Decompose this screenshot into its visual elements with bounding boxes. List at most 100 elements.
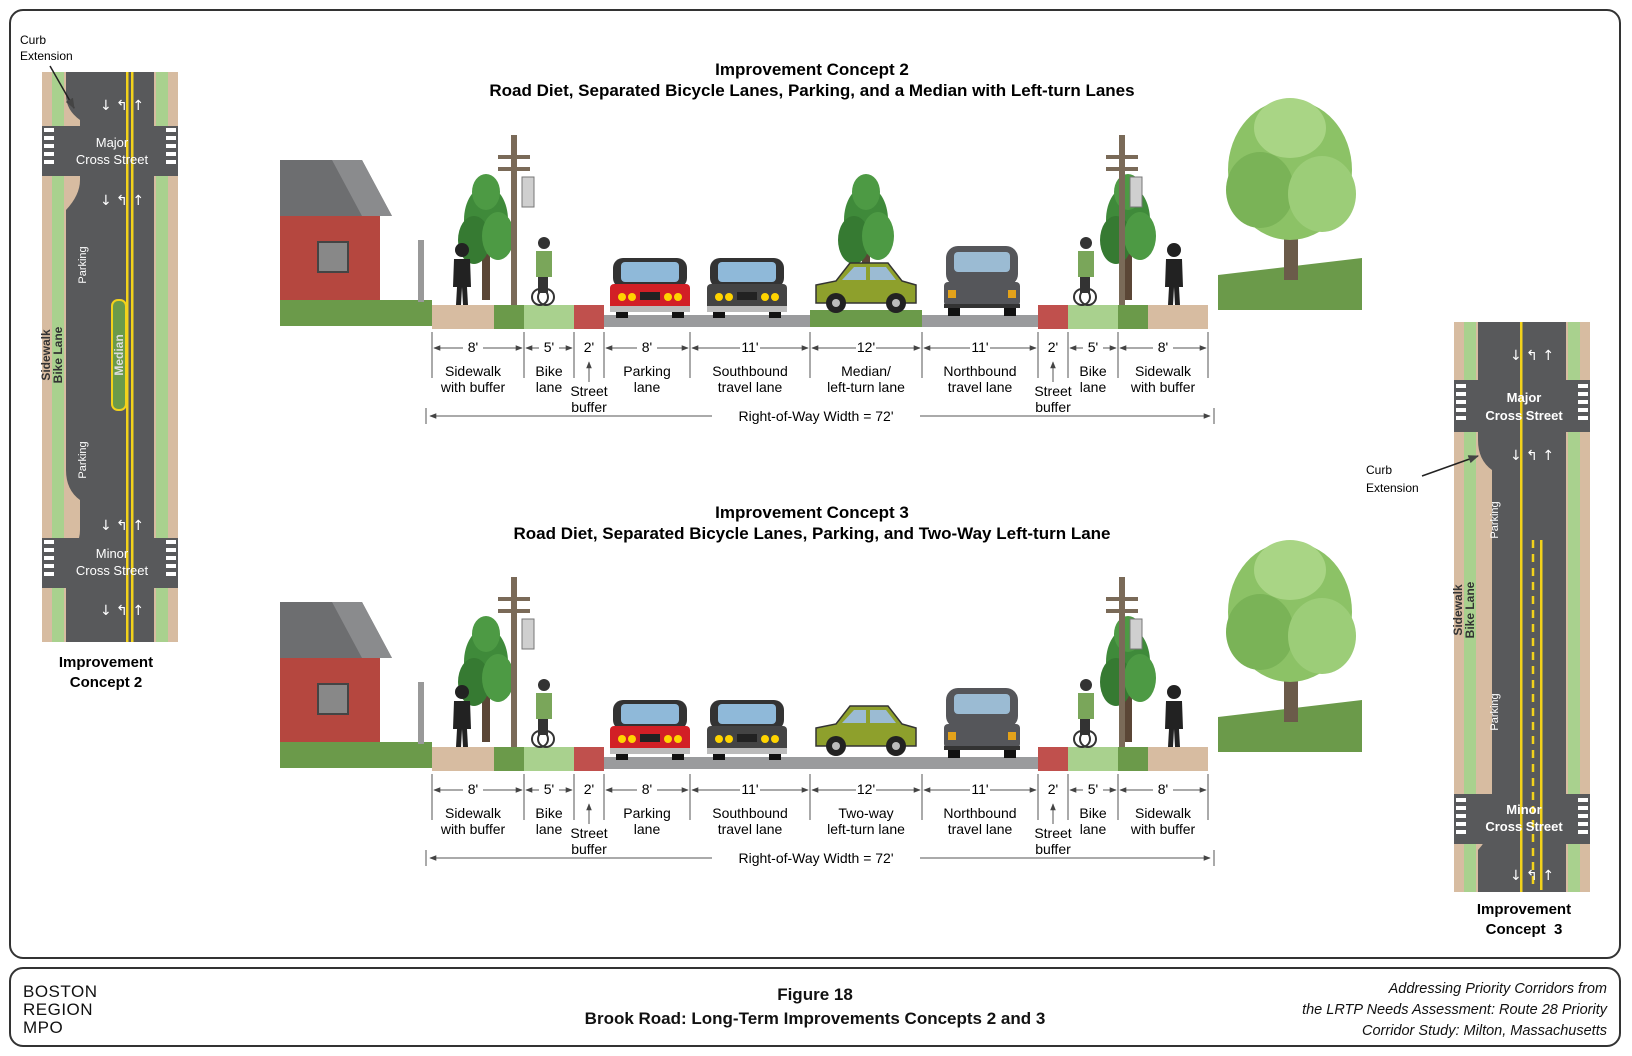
dimension-value: 5' <box>544 339 554 355</box>
curb-extension-arrow <box>1421 455 1479 477</box>
lane-label: with buffer <box>1130 379 1196 395</box>
sidewalk-buffer-right <box>1118 747 1148 771</box>
concept2-title: Improvement Concept 2 <box>715 60 909 79</box>
pedestrian-icon <box>453 243 471 305</box>
grass-slope-right <box>1218 700 1362 752</box>
plan-sidewalk-label: Sidewalk <box>39 329 53 381</box>
plan-minor-street-label: Cross Street <box>76 563 149 578</box>
dimension-value: 2' <box>584 781 594 797</box>
lane-label: Sidewalk <box>445 805 502 821</box>
pedestrian-icon <box>1165 685 1183 747</box>
plan-minor-street <box>42 538 178 588</box>
dimension-value: 11' <box>741 339 758 355</box>
bike-lane-right <box>1068 747 1118 771</box>
lane-label: Bike <box>1079 363 1106 379</box>
cyclist-icon <box>1073 236 1097 306</box>
plan-parking-label: Parking <box>1489 693 1501 730</box>
plan-arrow-icon: ↓ ↰ ↑ <box>100 193 144 209</box>
sidewalk-right <box>1148 747 1208 771</box>
street-buffer-right <box>1038 747 1068 771</box>
curb-extension-label: Curb <box>20 33 46 47</box>
plan-caption: Improvement <box>1477 901 1571 918</box>
house-icon <box>279 159 393 321</box>
cyclist-icon <box>531 236 555 306</box>
dimension-value: 5' <box>1088 781 1098 797</box>
crosswalk-icon <box>44 128 176 576</box>
street-buffer-left <box>574 747 604 771</box>
lane-label: Street <box>570 383 607 399</box>
lane-label: travel lane <box>948 821 1013 837</box>
street-buffer-right <box>1038 305 1068 329</box>
lane-label: Street <box>1034 825 1071 841</box>
grass-strip-left <box>280 300 432 326</box>
plan-parking-label: Parking <box>1489 501 1501 538</box>
lane-label: Bike <box>1079 805 1106 821</box>
southbound-car-icon <box>707 258 787 318</box>
lane-label: lane <box>634 379 661 395</box>
bike-lane-left <box>524 747 574 771</box>
dimension-value: 2' <box>1048 339 1058 355</box>
concept2-cross-section <box>279 98 1362 329</box>
plan-arrow-icon: ↓ ↰ ↑ <box>1510 448 1554 464</box>
plan-arrow-icon: ↓ ↰ ↑ <box>1510 868 1554 884</box>
concept3-title: Improvement Concept 3 <box>715 503 909 522</box>
lane-label: Street <box>570 825 607 841</box>
plan-bike-lane-left <box>52 72 64 642</box>
figure-number: Figure 18 <box>777 985 853 1004</box>
plan-center-line <box>126 72 129 642</box>
plan-major-street <box>42 126 178 176</box>
sidewalk-left <box>432 747 494 771</box>
dimension-value: 8' <box>1158 781 1168 797</box>
fence-icon <box>418 240 424 302</box>
plan-major-street-label: Cross Street <box>76 152 149 167</box>
crosswalk-icon <box>1456 384 1588 834</box>
plan-major-street-label: Cross Street <box>1485 408 1563 423</box>
roadway <box>604 757 1038 769</box>
cyclist-icon <box>531 678 555 748</box>
roadway-right <box>922 315 1038 327</box>
lane-label: with buffer <box>1130 821 1196 837</box>
median <box>810 310 922 327</box>
plan-minor-street-label: Minor <box>1506 802 1541 817</box>
lane-label: Two-way <box>838 805 893 821</box>
dimension-value: 5' <box>1088 339 1098 355</box>
diagram-canvas: Improvement Concept 2 Road Diet, Separat… <box>20 33 1590 938</box>
lane-label: lane <box>536 821 563 837</box>
turning-car-icon <box>815 705 917 757</box>
lane-label: travel lane <box>718 379 783 395</box>
street-buffer-left <box>574 305 604 329</box>
cyclist-icon <box>1073 678 1097 748</box>
lane-label: left-turn lane <box>827 379 905 395</box>
plan-minor-street-label: Minor <box>96 546 129 561</box>
pedestrian-icon <box>1165 243 1183 305</box>
grass-slope-right <box>1218 258 1362 310</box>
plan-arrow-icon: ↓ ↰ ↑ <box>100 603 144 619</box>
plan-caption: Improvement <box>59 654 153 671</box>
plan-center-line <box>1520 322 1523 892</box>
fence-icon <box>418 682 424 744</box>
plan-arrow-icon: ↓ ↰ ↑ <box>1510 348 1554 364</box>
lane-label: Bike <box>535 363 562 379</box>
lane-label: Median/ <box>841 363 891 379</box>
plan-view-concept3: Parking Parking Sidewalk Bike Lane Major… <box>1366 322 1590 938</box>
study-title: Addressing Priority Corridors from the L… <box>1302 981 1607 1039</box>
southbound-car-icon <box>707 700 787 760</box>
lane-label: Street <box>1034 383 1071 399</box>
plan-sidewalk-label: Sidewalk <box>1451 584 1465 636</box>
lane-label: buffer <box>571 399 607 415</box>
lane-label: Sidewalk <box>1135 805 1192 821</box>
lane-label: lane <box>536 379 563 395</box>
lane-label: left-turn lane <box>827 821 905 837</box>
plan-arrow-icon: ↓ ↰ ↑ <box>100 518 144 534</box>
plan-caption: Concept 2 <box>70 674 143 691</box>
dimension-value: 2' <box>1048 781 1058 797</box>
plan-center-line <box>131 72 134 642</box>
tree-icon <box>1100 174 1156 300</box>
org-name: BOSTON REGION MPO <box>23 982 98 1037</box>
dimension-value: 12' <box>857 781 875 797</box>
concept2-subtitle: Road Diet, Separated Bicycle Lanes, Park… <box>489 81 1134 100</box>
sidewalk-buffer-left <box>494 747 524 771</box>
lane-label: Northbound <box>943 805 1016 821</box>
plan-median <box>111 299 127 411</box>
concept3-subtitle: Road Diet, Separated Bicycle Lanes, Park… <box>513 524 1110 543</box>
